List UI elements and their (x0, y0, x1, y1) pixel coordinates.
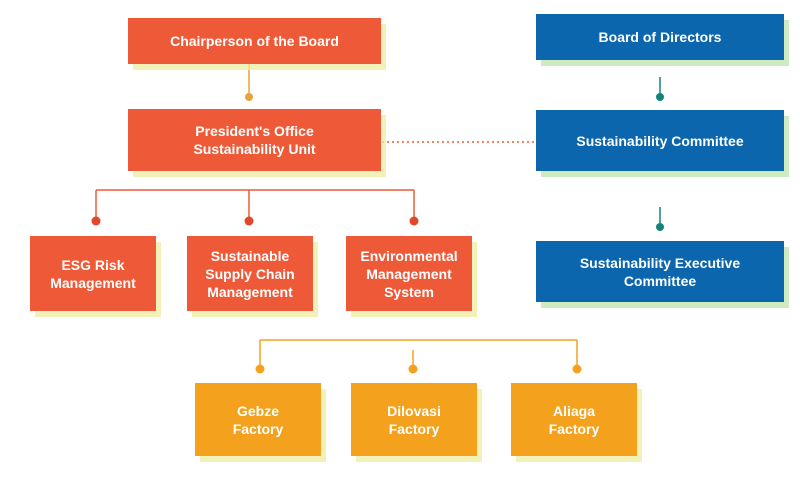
node-label: Aliaga Factory (548, 402, 600, 437)
node-label: Board of Directors (598, 29, 722, 45)
node-presidents-office: President's Office Sustainability Unit (128, 109, 381, 171)
node-aliaga-factory: Aliaga Factory (511, 383, 637, 456)
connector-dot (656, 223, 664, 231)
node-label: Environmental Management System (360, 247, 458, 300)
node-gebze-factory: Gebze Factory (195, 383, 321, 456)
node-supply-chain: Sustainable Supply Chain Management (187, 236, 313, 311)
node-dilovasi-factory: Dilovasi Factory (351, 383, 477, 456)
node-label: Chairperson of the Board (170, 33, 339, 49)
node-label: ESG Risk Management (50, 256, 136, 291)
connector-dot (656, 93, 664, 101)
node-sustainability-executive: Sustainability Executive Committee (536, 241, 784, 302)
node-label: Sustainability Executive Committee (579, 254, 741, 289)
node-label: Sustainable Supply Chain Management (205, 247, 295, 300)
connector-dot (408, 364, 418, 374)
node-chairperson: Chairperson of the Board (128, 18, 381, 64)
connector-dot (91, 216, 101, 226)
connector-dot (572, 364, 582, 374)
node-label: Gebze Factory (232, 402, 284, 437)
connector-dot (409, 216, 419, 226)
node-sustainability-committee: Sustainability Committee (536, 110, 784, 171)
node-label: President's Office Sustainability Unit (193, 123, 316, 157)
connector-dot (245, 93, 253, 101)
connector-dot (244, 216, 254, 226)
node-label: Dilovasi Factory (387, 402, 441, 437)
node-board: Board of Directors (536, 14, 784, 60)
node-label: Sustainability Committee (576, 132, 744, 149)
node-environmental: Environmental Management System (346, 236, 472, 311)
node-esg-risk: ESG Risk Management (30, 236, 156, 311)
connector-dot (255, 364, 265, 374)
